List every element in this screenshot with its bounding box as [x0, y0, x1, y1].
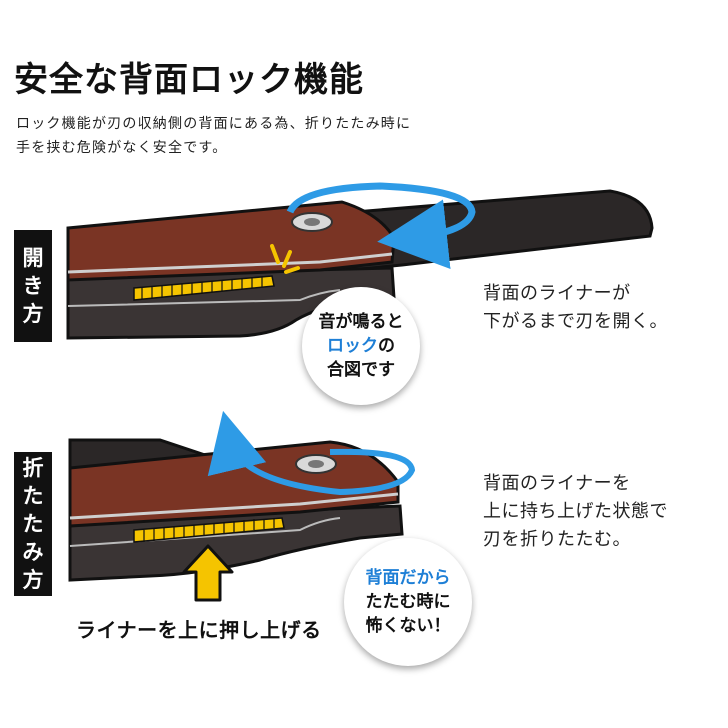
page-title: 安全な背面ロック機能: [14, 60, 364, 100]
fold-description-line: 上に持ち上げた状態で: [483, 501, 668, 522]
bubble-line: 合図です: [327, 360, 395, 380]
fold-description-line: 刃を折りたたむ。: [483, 529, 631, 550]
open-description-line: 下がるまで刃を開く。: [483, 311, 668, 332]
open-pivot-center: [304, 218, 320, 226]
fold-label-char: 方: [22, 568, 44, 592]
bubble-accent-text: ロック: [327, 336, 378, 356]
open-description: 背面のライナーが 下がるまで刃を開く。: [483, 280, 668, 336]
fold-knife: [68, 438, 404, 602]
open-handle-edge: [67, 252, 393, 274]
fold-description: 背面のライナーを 上に持ち上げた状態で 刃を折りたたむ。: [483, 470, 668, 554]
bubble-accent-line: 背面だから: [365, 568, 451, 588]
open-method-label: 開 き 方: [14, 230, 52, 342]
fold-liner-lock-teeth: [143, 518, 275, 542]
open-liner-lock: [133, 275, 275, 301]
bubble-line: ロックの: [327, 334, 395, 358]
bubble-line: 音が鳴ると: [318, 312, 404, 332]
open-label-char: 方: [22, 302, 44, 326]
fold-rotation-arrow-icon: [207, 410, 416, 496]
fold-liner-lock: [133, 517, 285, 543]
push-up-arrow-icon: [182, 544, 234, 602]
fold-description-line: 背面のライナーを: [483, 473, 631, 494]
safe-fold-bubble: 背面だから たたむ時に 怖くない！: [344, 538, 472, 666]
fold-label-char: 折: [22, 456, 44, 480]
open-description-line: 背面のライナーが: [483, 283, 631, 304]
open-label-char: 開: [22, 246, 44, 270]
fold-label-char: た: [22, 512, 44, 536]
bubble-line: たたむ時に: [365, 592, 451, 612]
click-spark-icon: [270, 244, 300, 274]
bubble-line: 怖くない！: [365, 616, 451, 636]
open-liner-lock-teeth: [141, 277, 263, 300]
open-label-char: き: [22, 274, 44, 298]
fold-handle-edge: [69, 492, 399, 520]
push-liner-caption: ライナーを上に押し上げる: [76, 618, 322, 642]
open-knife: [66, 189, 654, 340]
fold-liner-frame: [68, 504, 404, 582]
fold-liner-edge: [69, 517, 341, 547]
fold-method-label: 折 た た み 方: [14, 452, 52, 596]
open-liner-edge: [67, 289, 341, 307]
intro-line-1: ロック機能が刃の収納側の背面にある為、折りたたみ時に: [16, 116, 412, 132]
fold-label-char: た: [22, 484, 44, 508]
open-rotation-arrow-icon: [286, 182, 476, 270]
intro-line-2: 手を挟む危険がなく安全です。: [16, 140, 228, 156]
open-handle: [66, 200, 396, 282]
bubble-text: の: [378, 336, 395, 356]
fold-pivot-center: [308, 460, 324, 468]
intro-text: ロック機能が刃の収納側の背面にある為、折りたたみ時に 手を挟む危険がなく安全です…: [16, 112, 411, 160]
fold-label-char: み: [22, 540, 44, 564]
lock-signal-bubble: 音が鳴ると ロックの 合図です: [302, 287, 420, 405]
